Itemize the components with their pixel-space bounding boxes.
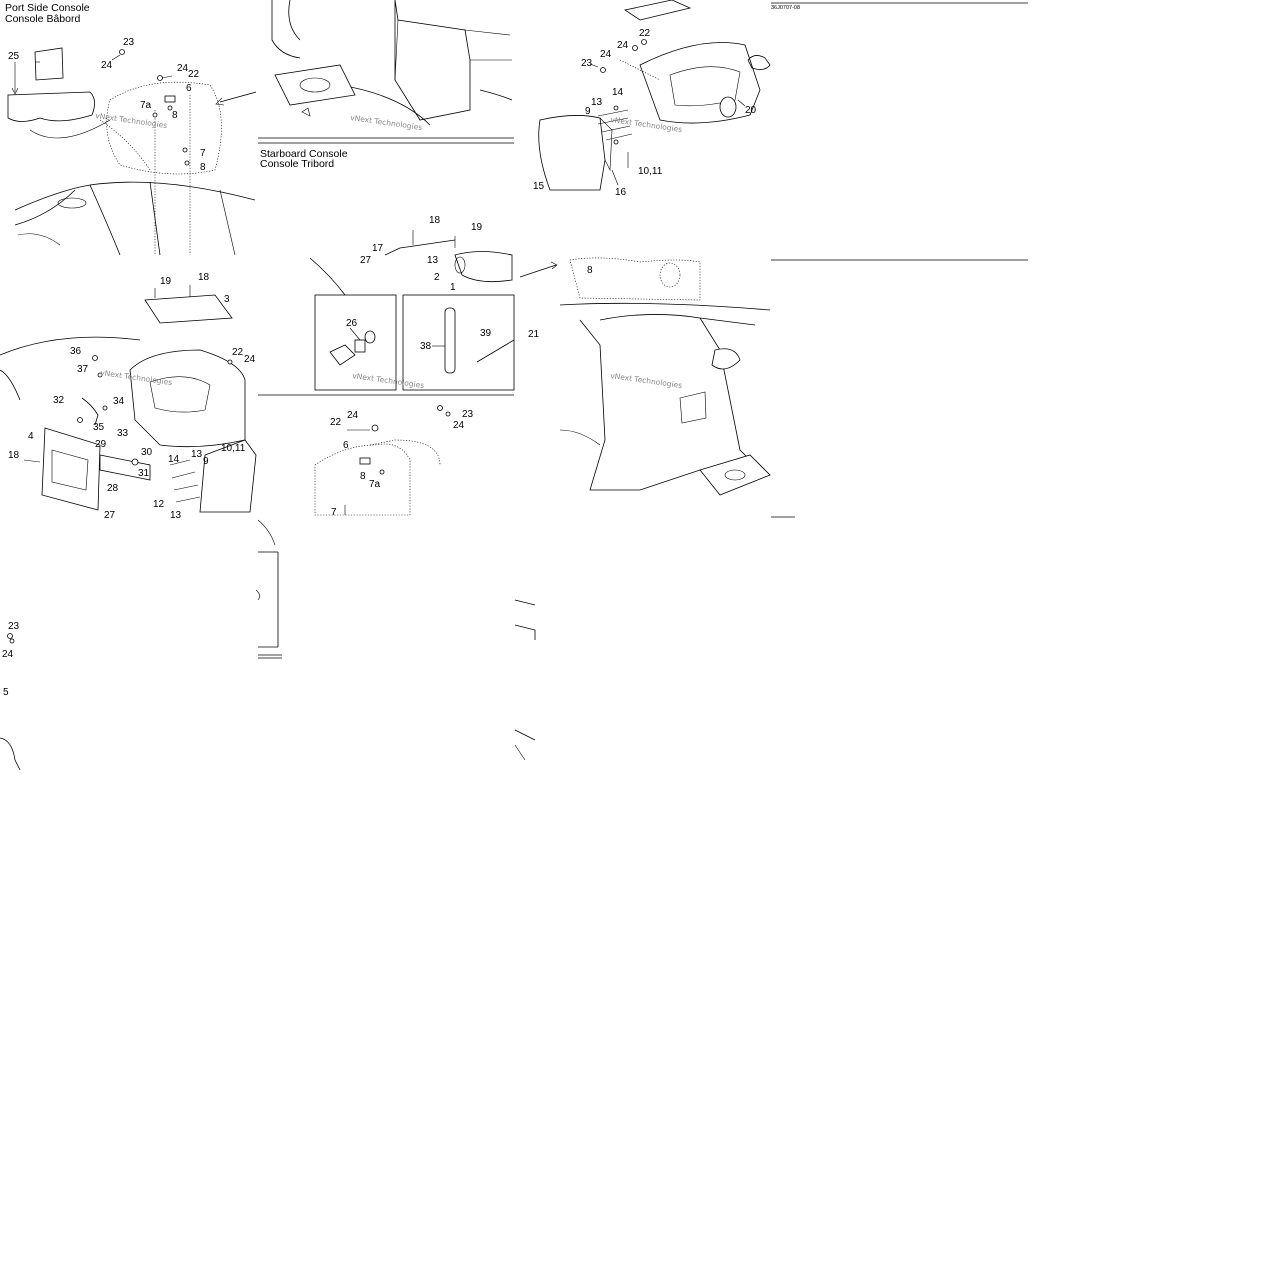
callout-label: 18: [8, 450, 20, 461]
callout-label: 17: [372, 243, 384, 254]
callout-label: 14: [612, 87, 624, 98]
callout-label: 6: [343, 440, 349, 451]
diagram-fragments: [0, 519, 536, 771]
callout-label: 35: [93, 422, 105, 433]
callout-label: 22: [330, 417, 342, 428]
callout-label: 7a: [140, 100, 152, 111]
callout-label: 24: [347, 410, 359, 421]
callout-label: 30: [141, 447, 153, 458]
watermark: vNext Technologies: [350, 113, 423, 132]
callout-label: 22: [232, 347, 244, 358]
callout-label: 33: [117, 428, 129, 439]
callout-label: 31: [138, 468, 150, 479]
callout-label: 24: [600, 49, 612, 60]
callout-label: 24: [101, 60, 113, 71]
callout-label: 32: [53, 395, 65, 406]
callout-label: 18: [429, 215, 441, 226]
callout-label: 24: [453, 420, 465, 431]
callout-label: 24: [617, 40, 629, 51]
callout-label: 34: [113, 396, 125, 407]
callout-label: 13: [170, 510, 182, 521]
callout-label: 28: [107, 483, 119, 494]
callout-label: 12: [153, 499, 165, 510]
callout-label: 27: [360, 255, 372, 266]
port-console-exploded-view: [7, 47, 257, 256]
callout-label: 3: [224, 294, 230, 305]
callout-label: 4: [28, 431, 34, 442]
callout-label: 10,11: [221, 443, 246, 454]
callout-label: 27: [104, 510, 116, 521]
callout-label: 19: [471, 222, 483, 233]
callout-label: 39: [480, 328, 492, 339]
console-cover-exploded: [538, 0, 771, 191]
callout-label: 9: [203, 456, 209, 467]
starboard-console-overview: [271, 0, 513, 126]
title-starboard-en: Starboard Console: [260, 148, 348, 160]
port-console-cover-detail: [0, 285, 257, 513]
starboard-console-installed: [519, 257, 771, 496]
callout-label: 38: [420, 341, 432, 352]
callout-label: 21: [528, 329, 540, 340]
callout-label: 7: [200, 148, 206, 159]
title-starboard-fr: Console Tribord: [260, 158, 334, 170]
callout-label: 37: [77, 364, 89, 375]
callout-label: 7a: [369, 479, 381, 490]
callout-label: 19: [160, 276, 172, 287]
callout-label: 24: [244, 354, 256, 365]
starboard-components: [309, 230, 515, 516]
callout-label: 22: [188, 69, 200, 80]
callout-label: 8: [200, 162, 206, 173]
callout-label: 23: [462, 409, 474, 420]
callout-label: 26: [346, 318, 358, 329]
callout-label: 7: [331, 507, 337, 518]
callout-label: 25: [8, 51, 20, 62]
callout-label: 23: [581, 58, 593, 69]
callout-label: 16: [615, 187, 627, 198]
watermark: vNext Technologies: [352, 371, 425, 390]
callout-label: 1: [450, 282, 456, 293]
callout-label: 2: [434, 272, 440, 283]
callout-label: 14: [168, 454, 180, 465]
callout-label: 24: [177, 63, 189, 74]
callout-label: 23: [8, 621, 20, 632]
callout-label: 8: [587, 265, 593, 276]
frame-lines: [258, 2, 1028, 659]
callout-label: 22: [639, 28, 651, 39]
callout-label: 29: [95, 439, 107, 450]
watermark: vNext Technologies: [610, 371, 683, 390]
title-port-fr: Console Bâbord: [5, 13, 80, 25]
callout-label: 24: [2, 649, 14, 660]
callout-label: 13: [427, 255, 439, 266]
callout-label: 15: [533, 181, 545, 192]
callout-label: 6: [186, 83, 192, 94]
title-port-en: Port Side Console: [5, 2, 90, 14]
callout-label: 8: [172, 110, 178, 121]
callout-label: 8: [360, 471, 366, 482]
callout-label: 36: [70, 346, 82, 357]
callout-label: 5: [3, 687, 9, 698]
callout-label: 9: [585, 106, 591, 117]
callout-label: 23: [123, 37, 135, 48]
callout-label: 20: [745, 105, 757, 116]
reference-code: 36J0707-08: [771, 5, 800, 11]
callout-label: 10,11: [638, 166, 663, 177]
callout-label: 13: [591, 97, 603, 108]
callout-label: 18: [198, 272, 210, 283]
callout-label: 13: [191, 449, 203, 460]
